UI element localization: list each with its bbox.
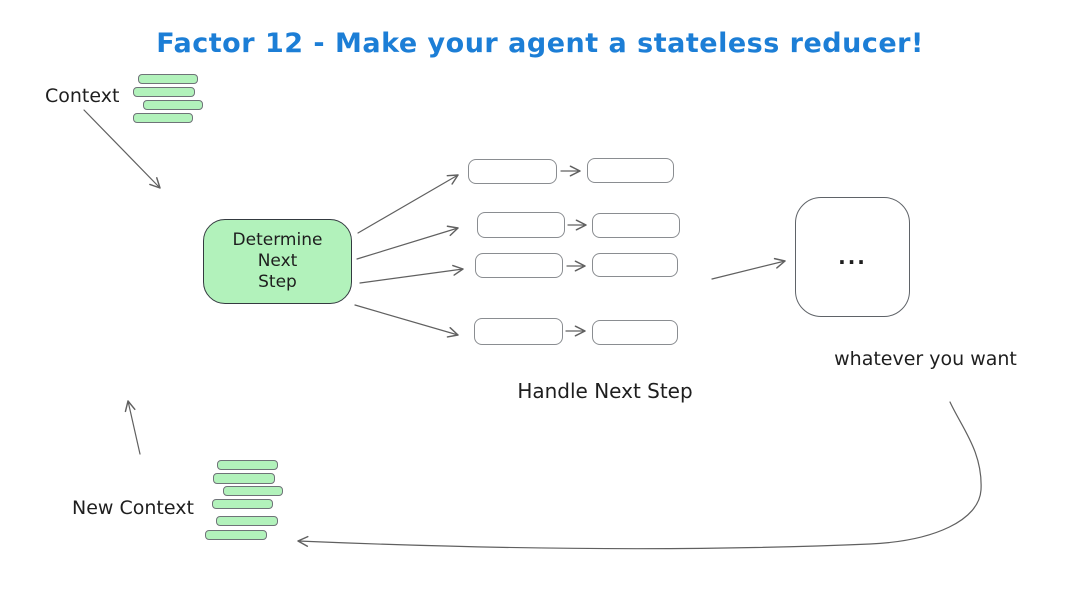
diagram-title: Factor 12 - Make your agent a stateless … [156, 28, 924, 59]
handler-step-box [592, 213, 680, 238]
new-context-bar [205, 530, 267, 540]
arrow-to-ellipsis-box [711, 257, 786, 280]
context-bar [133, 87, 195, 97]
arrow-loop-back-to-newcontext [297, 401, 982, 550]
whatever-you-want-node: ... [795, 197, 910, 317]
context-bar [138, 74, 198, 84]
handler-step-box [592, 320, 678, 345]
handler-step-box [474, 318, 563, 345]
arrow-fanout-1 [357, 174, 459, 234]
determine-next-step-node: Determine Next Step [203, 219, 352, 304]
arrow-fanout-2 [356, 225, 459, 260]
handler-step-box [468, 159, 557, 184]
handle-next-step-label: Handle Next Step [517, 379, 693, 403]
context-label: Context [45, 85, 120, 107]
handler-step-box [587, 158, 674, 183]
new-context-bar [216, 516, 278, 526]
context-bar [133, 113, 193, 123]
ellipsis-label: ... [838, 245, 867, 269]
arrow-fanout-4 [354, 304, 459, 338]
whatever-you-want-label: whatever you want [834, 348, 1017, 370]
handler-step-box [475, 253, 563, 278]
new-context-bar [217, 460, 278, 470]
new-context-bar [223, 486, 283, 496]
determine-line-1: Determine [232, 230, 323, 250]
new-context-bar [213, 473, 275, 484]
determine-line-2: Next [257, 251, 298, 271]
new-context-bar [212, 499, 273, 509]
arrow-newcontext-to-context [124, 400, 141, 455]
handler-step-box [592, 253, 678, 277]
new-context-label: New Context [72, 497, 194, 519]
determine-line-3: Step [258, 272, 297, 292]
handler-step-box [477, 212, 565, 238]
arrow-fanout-3 [359, 264, 464, 284]
context-bar [143, 100, 203, 110]
